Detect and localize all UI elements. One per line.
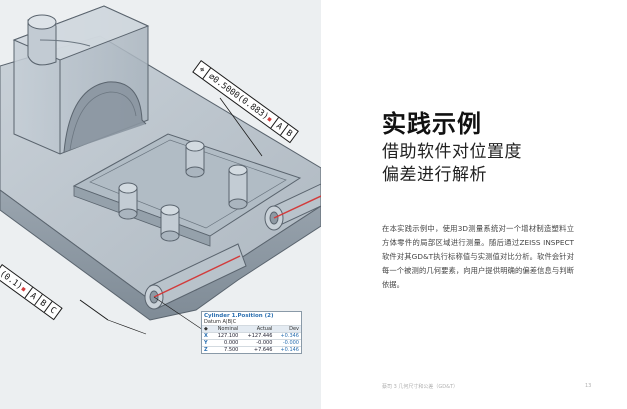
result-datum: Datum A|B|C xyxy=(204,319,237,325)
measurement-result-box: Cylinder 1.Position (2) Datum A|B|C ◆ No… xyxy=(201,311,302,354)
post-4 xyxy=(160,204,180,242)
post-1 xyxy=(185,140,205,178)
leader-line xyxy=(79,299,109,321)
table-row: X 127.100 +127.446 +0.346 xyxy=(202,332,301,340)
cad-model-render xyxy=(0,5,321,337)
result-title: Cylinder 1.Position (2) xyxy=(204,313,274,319)
subtitle-line: 偏差进行解析 xyxy=(382,165,487,185)
post-2 xyxy=(228,164,248,210)
table-header-row: ◆ Nominal Actual Dev xyxy=(202,325,301,333)
table-row: Z 7.500 +7.646 +0.146 xyxy=(202,346,301,353)
cylinder-front xyxy=(144,243,247,310)
page-title: 实践示例 xyxy=(382,110,482,138)
page-number: 13 xyxy=(585,383,592,389)
result-table: ◆ Nominal Actual Dev X 127.100 +127.446 … xyxy=(202,325,301,353)
arch-block xyxy=(12,5,150,155)
figure-panel: ⌖ ⌀0.5000(0.883)▪ A B (0.1)▪ A B C Cylin… xyxy=(0,0,321,409)
leader-line xyxy=(219,97,263,157)
cylinder-rear xyxy=(264,183,321,231)
table-row: Y 0.000 -0.000 -0.000 xyxy=(202,339,301,347)
leader-line xyxy=(107,319,147,335)
subtitle-line: 借助软件对位置度 xyxy=(382,142,522,162)
text-panel: 实践示例 借助软件对位置度 偏差进行解析 在本实践示例中，使用3D测量系统对一个… xyxy=(321,0,627,409)
body-paragraph: 在本实践示例中，使用3D测量系统对一个增材制造塑料立方体零件的局部区域进行测量。… xyxy=(382,224,574,290)
post-3 xyxy=(118,182,138,220)
page-subtitle: 借助软件对位置度 偏差进行解析 xyxy=(382,141,612,187)
footer-text: 蔡司 3 几何尺寸和公差（GD&T） xyxy=(382,384,459,390)
